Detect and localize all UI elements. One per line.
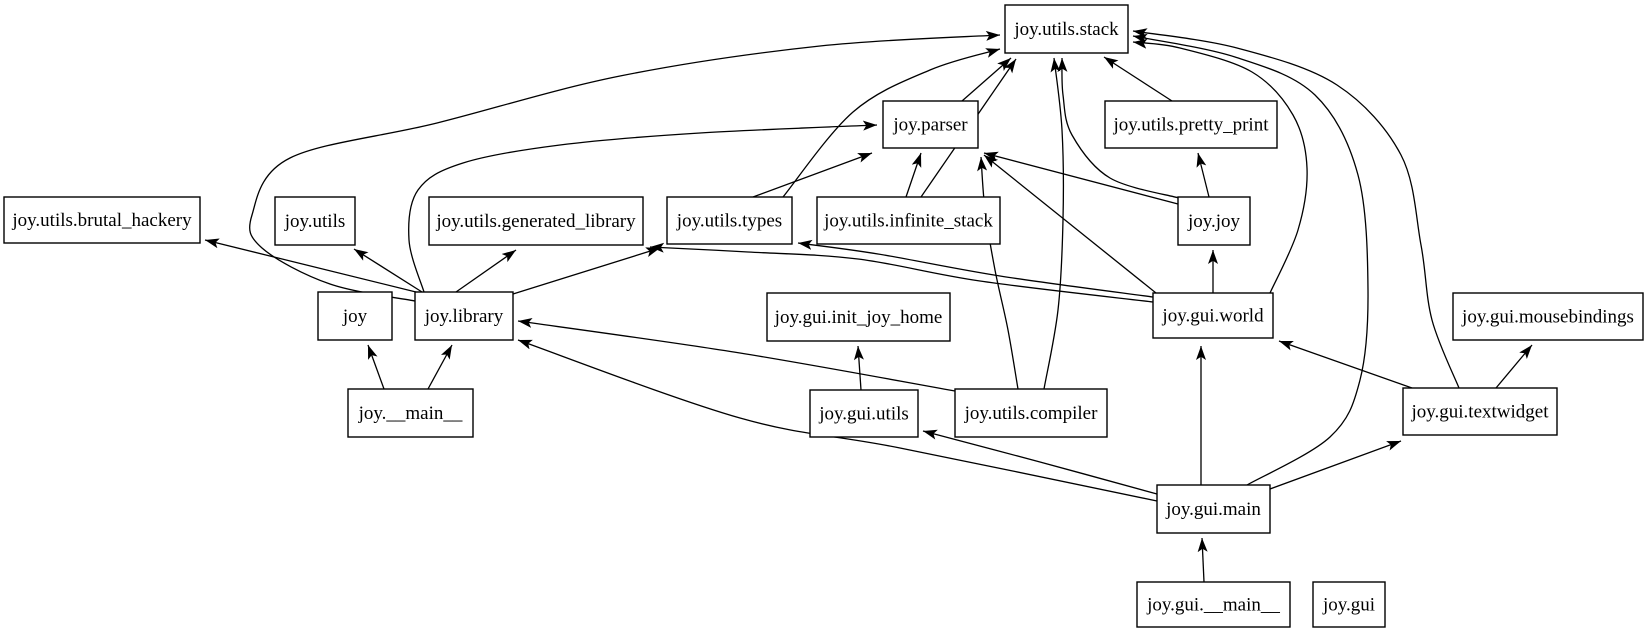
edge-joy.joy-to-joy.utils.stack	[1057, 57, 1180, 199]
edge-joy.utils.pretty_print-to-joy.utils.stack	[1103, 56, 1173, 102]
node-joy.joy: joy.joy	[1177, 196, 1251, 246]
node-box	[1156, 484, 1271, 534]
node-joy.utils: joy.utils	[274, 196, 356, 246]
edge-joy.gui.main-to-joy.gui.utils	[922, 429, 1158, 495]
node-box	[954, 388, 1108, 438]
node-label: joy.gui.mousebindings	[1461, 307, 1634, 328]
node-label: joy.gui	[1322, 595, 1375, 616]
node-label: joy.joy	[1187, 211, 1241, 232]
node-label: joy.utils.types	[676, 211, 782, 232]
node-box	[347, 388, 474, 438]
node-label: joy.parser	[892, 115, 968, 136]
node-box	[1104, 100, 1278, 149]
edge-joy.gui.world-to-joy.utils.stack	[1132, 38, 1308, 294]
node-label: joy.__main__	[358, 403, 463, 424]
node-joy: joy	[317, 291, 393, 341]
edge-joy.library-to-joy.utils.types	[512, 247, 661, 295]
edge-joy.utils.types-to-joy.parser	[752, 152, 873, 198]
edge-joy.library-to-joy.parser	[408, 120, 878, 293]
edge-joy.gui.__main__-to-joy.gui.main	[1197, 537, 1208, 583]
node-box	[1136, 581, 1291, 628]
node-label: joy.gui.world	[1161, 306, 1264, 327]
node-label: joy.utils.pretty_print	[1113, 115, 1270, 136]
edge-joy.library-to-joy.utils	[353, 248, 423, 293]
node-box	[414, 291, 514, 341]
node-label: joy.library	[424, 306, 504, 327]
node-box	[1312, 581, 1386, 628]
node-label: joy.utils.infinite_stack	[823, 211, 993, 232]
edge-joy.library-to-joy.utils.stack	[249, 30, 1001, 302]
node-box	[1177, 196, 1251, 246]
edge-joy.utils.compiler-to-joy.utils.stack	[1043, 57, 1065, 390]
node-joy.__main__: joy.__main__	[347, 388, 474, 438]
node-joy.utils.stack: joy.utils.stack	[1004, 4, 1129, 54]
node-joy.utils.pretty_print: joy.utils.pretty_print	[1104, 100, 1278, 149]
edge-joy.gui.utils-to-joy.gui.init_joy_home	[853, 345, 864, 391]
edge-joy.library-to-joy.utils.generated_library	[455, 249, 517, 293]
edge-joy.joy-to-joy.utils.pretty_print	[1196, 152, 1210, 198]
node-joy.gui.world: joy.gui.world	[1152, 292, 1274, 339]
node-joy.gui.textwidget: joy.gui.textwidget	[1402, 387, 1558, 436]
node-joy.utils.generated_library: joy.utils.generated_library	[428, 196, 644, 246]
node-joy.library: joy.library	[414, 291, 514, 341]
edge-joy.gui.world-to-joy.parser	[983, 154, 1157, 294]
edge-joy.gui.textwidget-to-joy.gui.mousebindings	[1495, 344, 1533, 389]
edge-joy.gui.world-to-joy.utils.generated_library	[649, 242, 1154, 303]
node-joy.utils.types: joy.utils.types	[666, 196, 793, 245]
node-box	[1004, 4, 1129, 54]
edge-joy.gui.main-to-joy.gui.textwidget	[1269, 440, 1402, 490]
edge-joy.parser-to-joy.utils.stack	[961, 57, 1012, 102]
node-joy.parser: joy.parser	[882, 100, 979, 149]
node-joy.gui.init_joy_home: joy.gui.init_joy_home	[766, 292, 951, 342]
edge-joy.gui.textwidget-to-joy.gui.world	[1278, 340, 1413, 389]
node-box	[317, 291, 393, 341]
node-box	[766, 292, 951, 342]
node-label: joy.utils.generated_library	[435, 211, 636, 232]
node-joy.utils.infinite_stack: joy.utils.infinite_stack	[816, 196, 1001, 245]
node-label: joy.gui.main	[1165, 499, 1261, 520]
node-box	[809, 389, 919, 438]
node-box	[816, 196, 1001, 245]
node-box	[274, 196, 356, 246]
edge-joy.utils.compiler-to-joy.library	[517, 318, 956, 392]
node-joy.gui.utils: joy.gui.utils	[809, 389, 919, 438]
edge-joy.gui.textwidget-to-joy.utils.stack	[1132, 28, 1460, 389]
node-label: joy.gui.textwidget	[1410, 402, 1549, 423]
node-joy.utils.compiler: joy.utils.compiler	[954, 388, 1108, 438]
node-label: joy.utils.brutal_hackery	[11, 210, 192, 231]
node-label: joy.utils	[284, 211, 346, 232]
nodes-layer: joy.utils.stack joy.parser joy.utils.prett…	[3, 4, 1644, 628]
node-box	[882, 100, 979, 149]
node-joy.gui: joy.gui	[1312, 581, 1386, 628]
edge-joy.utils.types-to-joy.utils.stack	[782, 48, 1001, 198]
edge-joy.__main__-to-joy.library	[427, 344, 453, 390]
node-box	[1152, 292, 1274, 339]
node-box	[428, 196, 644, 246]
edge-joy.library-to-joy.utils.brutal_hackery	[204, 238, 421, 294]
edge-joy.gui.world-to-joy.utils.types	[797, 239, 1154, 298]
node-label: joy	[342, 306, 368, 327]
node-joy.gui.main: joy.gui.main	[1156, 484, 1271, 534]
node-joy.gui.mousebindings: joy.gui.mousebindings	[1452, 292, 1644, 341]
node-label: joy.utils.stack	[1013, 19, 1119, 40]
node-label: joy.gui.utils	[818, 404, 909, 425]
node-box	[1452, 292, 1644, 341]
node-joy.utils.brutal_hackery: joy.utils.brutal_hackery	[3, 196, 201, 244]
node-box	[666, 196, 793, 245]
node-box	[3, 196, 201, 244]
edge-joy.gui.main-to-joy.utils.stack	[1132, 33, 1369, 486]
edge-joy.utils.compiler-to-joy.parser	[977, 156, 1019, 390]
node-label: joy.utils.compiler	[964, 403, 1098, 424]
node-joy.gui.__main__: joy.gui.__main__	[1136, 581, 1291, 628]
node-box	[1402, 387, 1558, 436]
edge-joy.joy-to-joy.parser	[983, 151, 1179, 205]
node-label: joy.gui.__main__	[1146, 595, 1280, 616]
node-label: joy.gui.init_joy_home	[774, 307, 943, 328]
edge-joy.__main__-to-joy	[367, 344, 385, 390]
edge-joy.utils.infinite_stack-to-joy.parser	[905, 152, 922, 198]
